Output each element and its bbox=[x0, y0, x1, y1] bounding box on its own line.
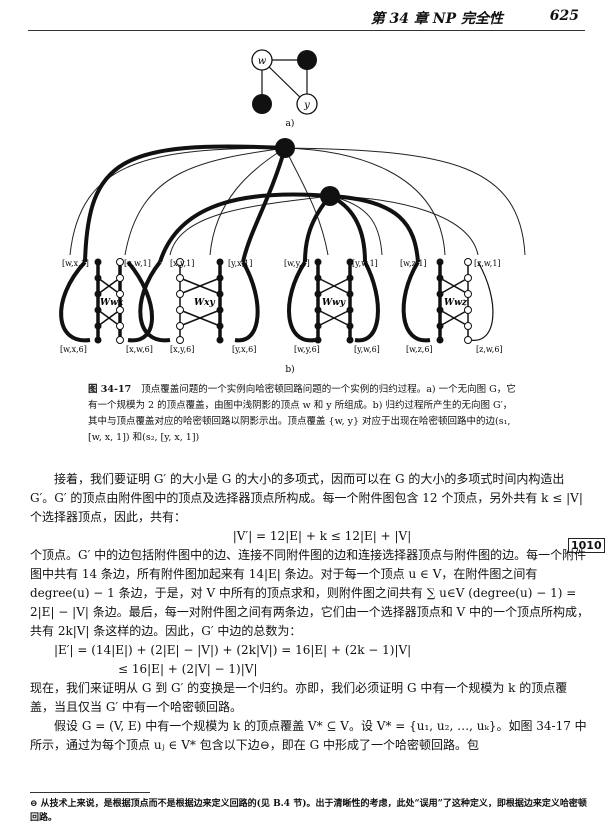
paragraph-3: 现在，我们来证明从 G 到 G′ 的变换是一个归约。亦即，我们必须证明 G 中有… bbox=[30, 681, 568, 714]
paragraph-2: 个顶点。G′ 中的边包括附件图中的边、连接不同附件图的边和连接选择器顶点与附件图… bbox=[30, 548, 590, 638]
gadget-wx-name: Wwx bbox=[100, 298, 124, 308]
paragraph-4: 假设 G = (V, E) 中有一个规模为 k 的顶点覆盖 V* ⊆ V。设 V… bbox=[30, 719, 587, 752]
gadget-wz-name: Wwz bbox=[444, 298, 468, 308]
margin-page-reference: 1010 bbox=[568, 538, 605, 553]
label-wz1: [w,z,1] bbox=[400, 259, 427, 268]
vertex-w bbox=[251, 49, 273, 71]
paragraph-1: 接着，我们要证明 G′ 的大小是 G 的大小的多项式，因而可以在 G 的大小的多… bbox=[30, 472, 583, 524]
label-xy1: [x,y,1] bbox=[170, 259, 194, 268]
label-xw1: [x,w,1] bbox=[124, 259, 151, 268]
label-wz6: [w,z,6] bbox=[406, 345, 433, 354]
page-number: 625 bbox=[549, 8, 579, 24]
vertex-y bbox=[296, 93, 318, 115]
label-yw1: [y,w,1] bbox=[352, 259, 378, 268]
footnote-rule bbox=[30, 792, 150, 793]
caption-text: 顶点覆盖问题的一个实例向哈密顿回路问题的一个实例的归约过程。a) 一个无向图 G… bbox=[88, 384, 516, 443]
gadget-wy-name: Wwy bbox=[322, 298, 346, 308]
gadget-wy: [w,y,1] [y,w,1] [w,y,6] [y,w,6] Wwy bbox=[284, 258, 380, 354]
label-yx6: [y,x,6] bbox=[232, 345, 256, 354]
label-zw6: [z,w,6] bbox=[476, 345, 503, 354]
formula-vertex-count: |V′| = 12|E| + k ≤ 12|E| + |V| bbox=[232, 529, 412, 543]
label-wy6: [w,y,6] bbox=[294, 345, 320, 354]
footnote: ⊖ 从技术上来说，是根据顶点而不是根据边来定义回路的(见 B.4 节)。出于清晰… bbox=[30, 799, 587, 823]
figure-part-b: [w,x,1] [x,w,1] [w,x,6] [x,w,6] Wwx [x,y… bbox=[59, 138, 526, 375]
label-wx6: [w,x,6] bbox=[60, 345, 87, 354]
part-b-label: b) bbox=[285, 364, 294, 375]
label-yw6: [y,w,6] bbox=[354, 345, 380, 354]
label-yx1: [y,x,1] bbox=[228, 259, 252, 268]
vertex-x bbox=[252, 94, 272, 114]
running-header-chapter: 第 34 章 NP 完全性 bbox=[370, 11, 503, 27]
body-text: 接着，我们要证明 G′ 的大小是 G 的大小的多项式，因而可以在 G 的大小的多… bbox=[30, 470, 590, 755]
figure-34-17: w y a) bbox=[59, 49, 526, 375]
vertex-y-label: y bbox=[303, 100, 310, 111]
selector-vertex-s1 bbox=[275, 138, 295, 158]
vertex-w-label: w bbox=[258, 56, 267, 67]
formula-edge-bound: ≤ 16|E| + (2|V| − 1)|V| bbox=[118, 662, 258, 676]
gadget-xy-name: Wxy bbox=[194, 298, 215, 308]
figure-part-a: w y a) bbox=[251, 49, 318, 129]
header-rule bbox=[28, 30, 585, 31]
part-a-label: a) bbox=[286, 118, 295, 129]
label-wx1: [w,x,1] bbox=[62, 259, 89, 268]
gadget-wz: [w,z,1] [z,w,1] [w,z,6] [z,w,6] Wwz bbox=[400, 258, 503, 354]
label-xy6: [x,y,6] bbox=[170, 345, 194, 354]
gadget-wx: [w,x,1] [x,w,1] [w,x,6] [x,w,6] Wwx bbox=[59, 258, 154, 354]
label-zw1: [z,w,1] bbox=[474, 259, 501, 268]
gadget-xy: [x,y,1] [y,x,1] [x,y,6] [y,x,6] Wxy bbox=[138, 258, 260, 354]
label-xw6: [x,w,6] bbox=[126, 345, 153, 354]
caption-label: 图 34-17 bbox=[88, 384, 132, 395]
selector-vertex-s2 bbox=[320, 186, 340, 206]
vertex-z bbox=[297, 50, 317, 70]
label-wy1: [w,y,1] bbox=[284, 259, 310, 268]
formula-edge-count: |E′| = (14|E|) + (2|E| − |V|) + (2k|V|) … bbox=[54, 643, 412, 657]
